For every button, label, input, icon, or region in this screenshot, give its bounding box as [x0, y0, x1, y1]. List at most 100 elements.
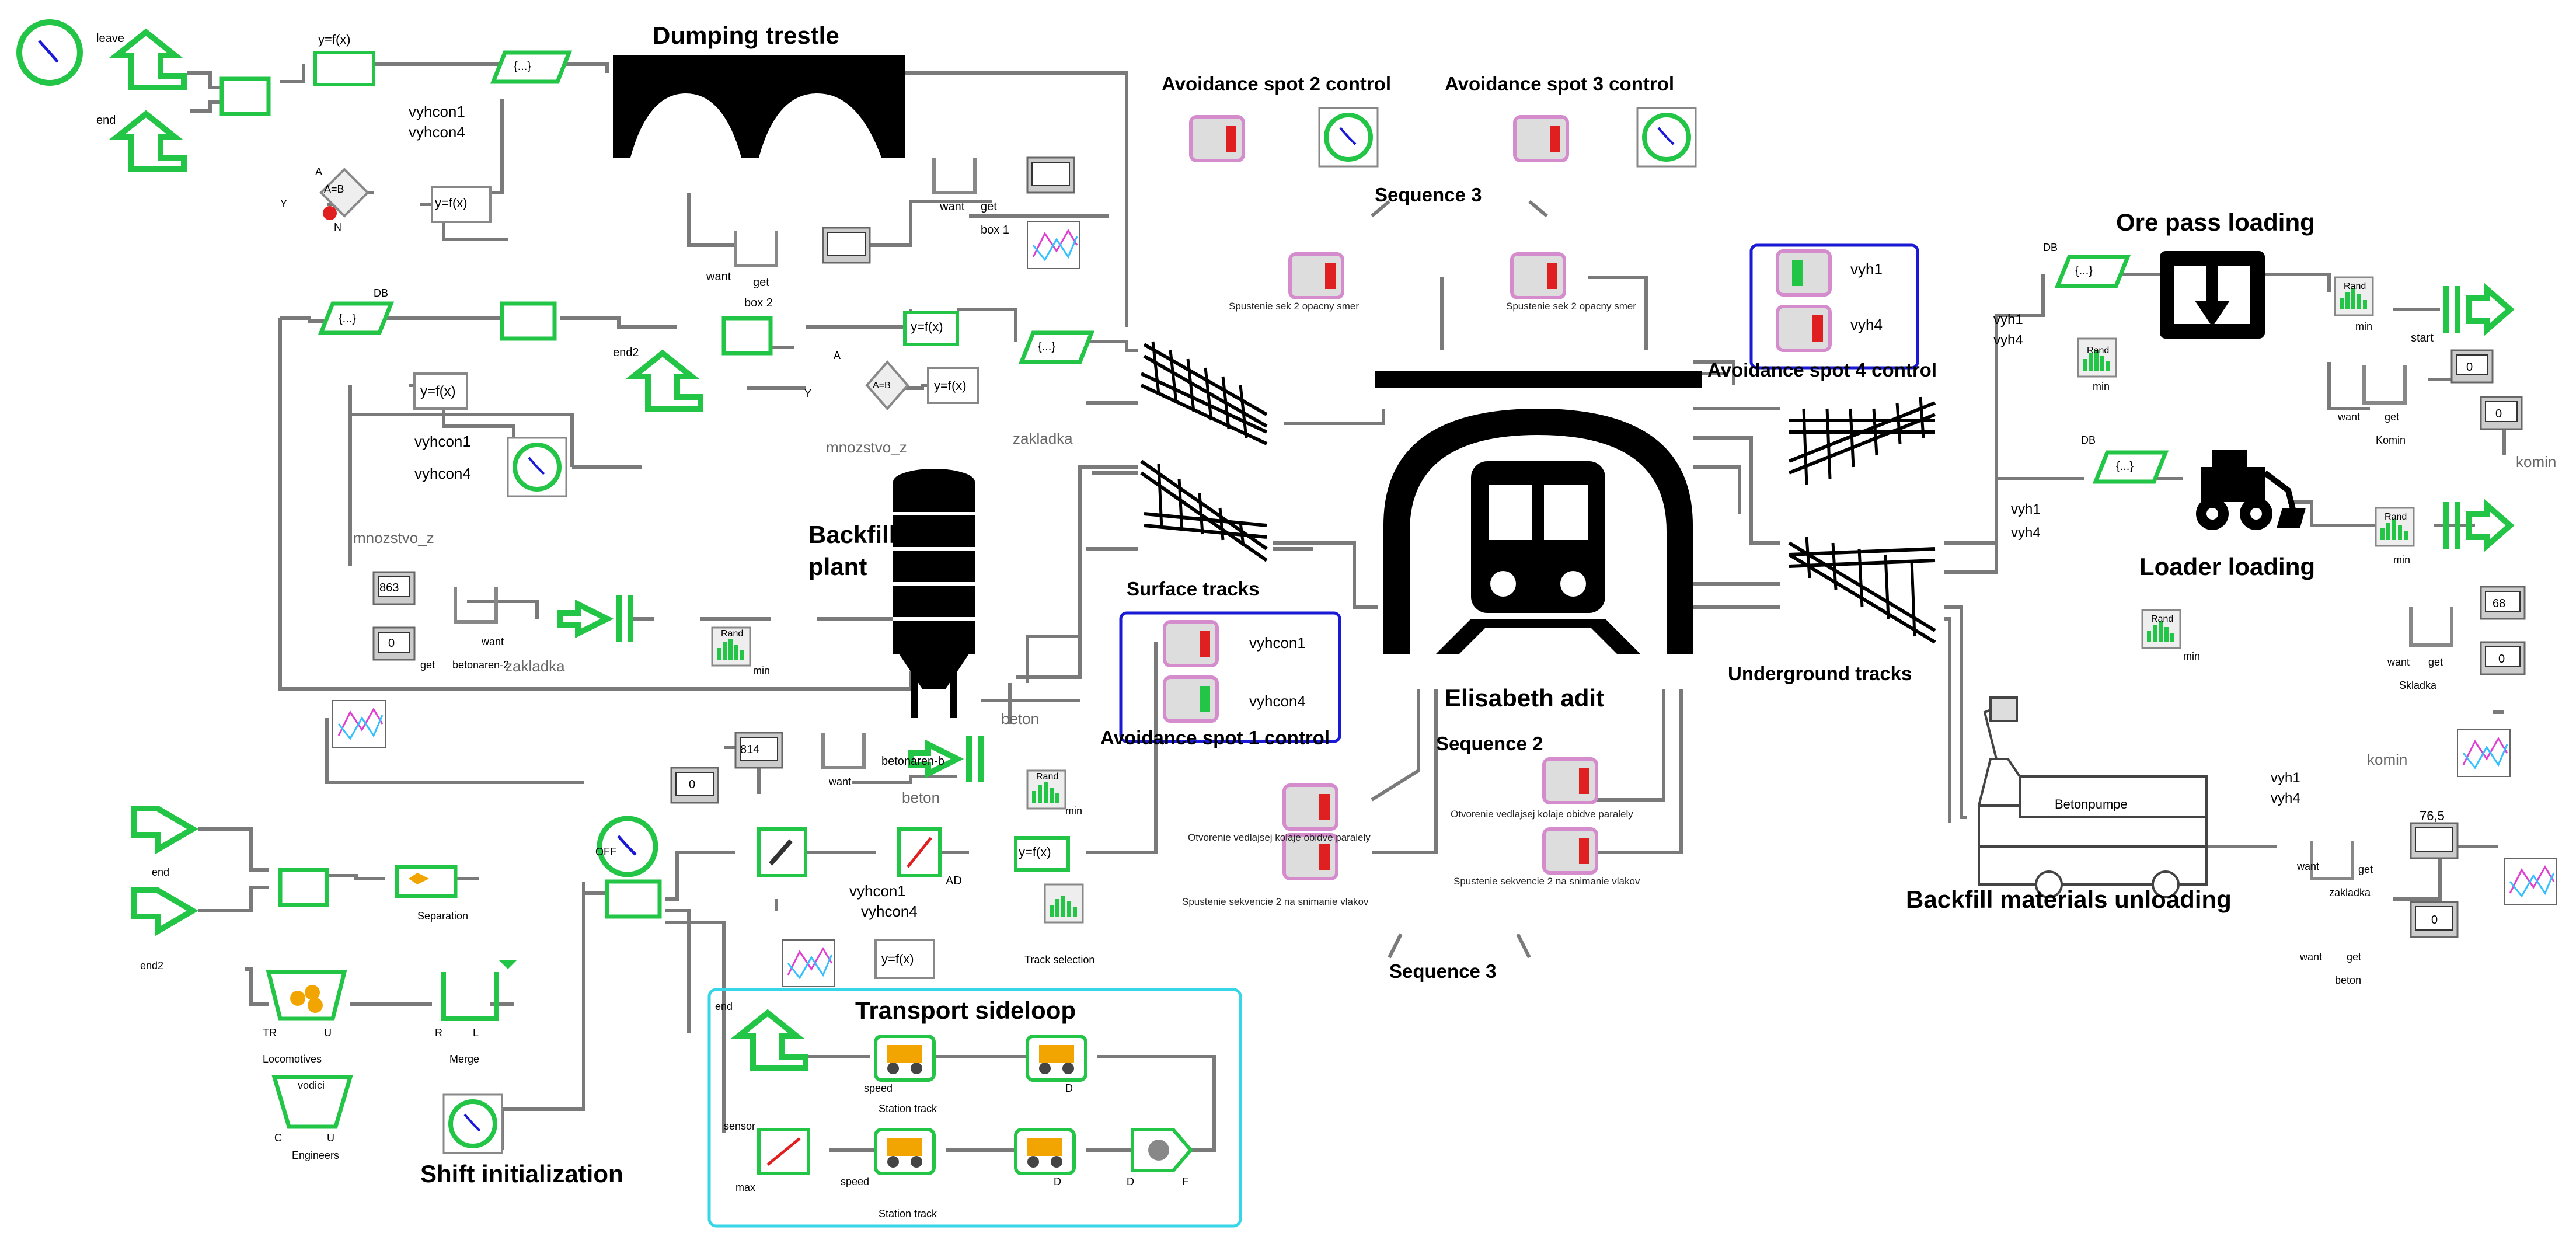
separation-block[interactable]: [395, 865, 457, 898]
label-get1: get: [2428, 656, 2443, 668]
sink-arrow-icons[interactable]: [557, 282, 2515, 782]
merge-queue-icon[interactable]: [441, 972, 499, 1021]
label-vyh1-a: vyh1: [1850, 260, 1883, 278]
off-clock-icon[interactable]: [597, 816, 658, 877]
ore-pass-icon: [2160, 251, 2265, 339]
title-backfill-1: Backfill: [808, 521, 895, 548]
label-counter814: 814: [740, 743, 759, 756]
label-beton3: beton: [2335, 974, 2361, 986]
label-otvorenie-b: Otvorenie vedlajsej kolaje obidve parale…: [1451, 809, 1633, 820]
label-box1: box 1: [981, 224, 1009, 236]
label-spustenie-sek2-a: Spustenie sekvencie 2 na snimanie vlakov: [1182, 896, 1369, 907]
avoidance-3-clock-icon[interactable]: [1636, 107, 1697, 168]
shift-clock-icon[interactable]: [442, 1093, 503, 1154]
label-box2: box 2: [744, 297, 773, 309]
label-val0c: 0: [2498, 653, 2505, 666]
clock-icon[interactable]: [16, 19, 83, 86]
title-surface-tracks: Surface tracks: [1127, 578, 1259, 600]
label-y1: Y: [280, 198, 287, 210]
label-track-selection: Track selection: [1024, 954, 1094, 966]
label-vyhcon1-d: vyhcon1: [849, 882, 906, 900]
title-backfill-unloading: Backfill materials unloading: [1906, 886, 2232, 913]
label-min3: min: [2093, 381, 2110, 392]
label-rand6: Rand: [2151, 614, 2173, 624]
gray-function-blocks[interactable]: [413, 186, 979, 979]
queue-icons[interactable]: [454, 158, 2453, 880]
title-avoidance-2: Avoidance spot 2 control: [1162, 73, 1391, 95]
title-avoidance-4: Avoidance spot 4 control: [1707, 359, 1937, 381]
label-station-track1: Station track: [879, 1103, 937, 1114]
station-track-wagons[interactable]: [757, 1035, 1193, 1175]
title-ore-pass: Ore pass loading: [2116, 208, 2315, 236]
label-want2: want: [706, 270, 731, 283]
label-f: F: [1182, 1176, 1188, 1187]
label-c: C: [274, 1132, 282, 1144]
label-fx3: y=f(x): [420, 384, 456, 399]
function-blocks[interactable]: [313, 51, 1070, 877]
label-get1: get: [2385, 411, 2399, 423]
label-want1: want: [2337, 411, 2360, 423]
engineers-resource-icon[interactable]: [271, 1075, 353, 1129]
label-braces5: {...}: [2116, 460, 2134, 473]
compare-diamond-icons[interactable]: [319, 168, 909, 411]
label-leave: leave: [96, 32, 124, 45]
label-braces3: {...}: [1038, 340, 1055, 353]
underground-tracks-icon: [1788, 396, 1936, 644]
label-get2: get: [420, 659, 435, 671]
text-layer: Dumping trestle Avoidance spot 2 control…: [96, 22, 2556, 1220]
label-start: start: [2411, 332, 2434, 344]
title-loader-loading: Loader loading: [2139, 553, 2315, 580]
label-fx1: y=f(x): [318, 32, 351, 47]
surface-tracks-icon: [1138, 327, 1273, 562]
label-vodici: vodici: [298, 1079, 325, 1091]
label-u2: U: [327, 1132, 334, 1144]
label-vyh1-c: vyh1: [2011, 501, 2041, 517]
label-r: R: [435, 1027, 442, 1039]
label-vyh4-d: vyh4: [2271, 790, 2300, 806]
label-counter0a: 0: [388, 637, 395, 650]
label-get1: get: [2347, 951, 2361, 963]
label-vyhcon4-b: vyhcon4: [414, 465, 471, 482]
sensor-blocks[interactable]: [768, 827, 942, 877]
label-beton1: beton: [1001, 710, 1039, 727]
label-min1: min: [753, 665, 770, 677]
label-counter863: 863: [379, 581, 399, 594]
label-komin1: Komin: [2376, 434, 2406, 446]
label-fx4: y=f(x): [911, 319, 943, 334]
label-val0b: 0: [2495, 407, 2502, 420]
label-get1: get: [981, 200, 997, 213]
label-off1: OFF: [595, 846, 616, 858]
vyhcon-clock-icon[interactable]: [507, 437, 567, 497]
label-fx2: y=f(x): [435, 196, 468, 210]
label-want1: want: [939, 200, 965, 213]
label-vyhcon1-c: vyhcon1: [1249, 634, 1306, 652]
source-arrow-icons[interactable]: [108, 28, 808, 1071]
label-betonpumpe: Betonpumpe: [2055, 797, 2128, 811]
label-vyh1-b: vyh1: [1993, 312, 2023, 328]
label-n1: N: [334, 221, 341, 233]
label-db2: DB: [2043, 242, 2058, 253]
label-vyhcon4-d: vyhcon4: [861, 903, 918, 920]
label-y2: Y: [804, 388, 811, 399]
avoidance-spot-4-frame: [1749, 243, 1919, 370]
label-get2: get: [753, 276, 769, 289]
avoidance-2-clock-icon[interactable]: [1318, 107, 1379, 168]
label-engineers: Engineers: [292, 1150, 339, 1161]
label-val0d: 0: [2431, 914, 2438, 926]
label-mnozstvo-z2: mnozstvo_z: [353, 529, 434, 546]
label-merge: Merge: [449, 1053, 479, 1065]
locomotives-resource-icon[interactable]: [266, 970, 347, 1021]
label-db1: DB: [374, 287, 388, 299]
label-mnozstvo-z1: mnozstvo_z: [826, 438, 907, 456]
title-elisabeth-adit: Elisabeth adit: [1445, 684, 1604, 712]
label-zakladka1: zakladka: [1013, 430, 1073, 447]
parallelogram-blocks[interactable]: [318, 50, 2169, 484]
switch-control-blocks[interactable]: [1163, 115, 1832, 880]
label-zakladka3: zakladka: [2329, 887, 2371, 898]
label-want1: want: [2299, 951, 2322, 963]
label-komin2: komin: [2516, 453, 2556, 471]
label-d3: D: [1127, 1176, 1134, 1187]
label-val68: 68: [2493, 597, 2505, 610]
label-fx5: y=f(x): [934, 378, 967, 393]
merge-marker: [499, 960, 517, 969]
